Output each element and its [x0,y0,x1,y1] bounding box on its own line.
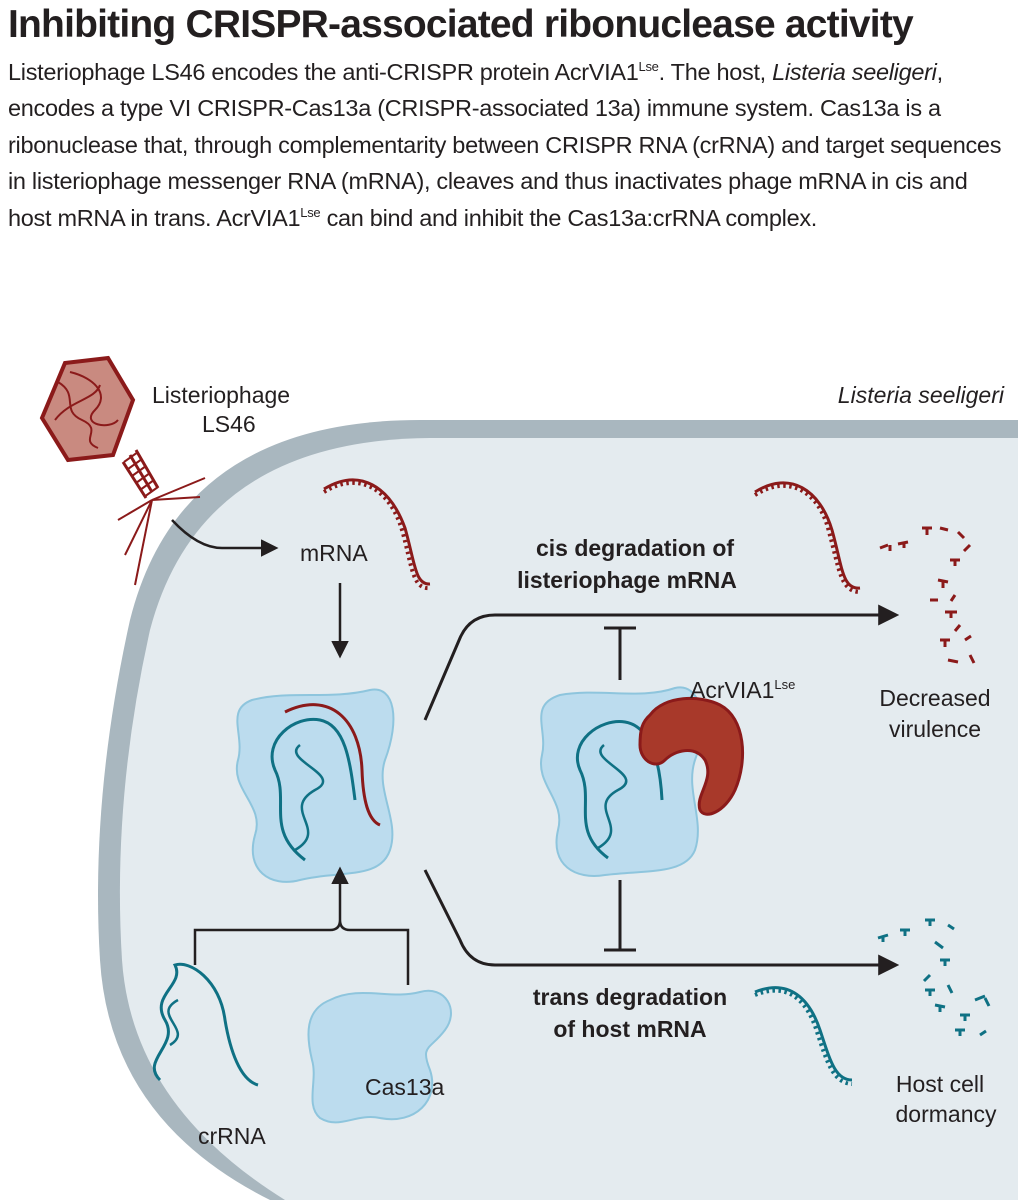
phage-tail [121,449,160,499]
complex-crrna [270,717,357,862]
degraded-host-mrna [877,918,991,1037]
host-species-label: Listeria seeligeri [838,382,1005,408]
intro-superscript-2: Lse [300,204,321,220]
degraded-phage-mrna [879,526,976,664]
phage-label-line2: LS46 [202,411,256,437]
phage-label-line1: Listeriophage [152,382,290,408]
injection-arrow [171,519,279,557]
cis-label-line1: cis degradation of [536,535,734,561]
decreased-virulence-line2: virulence [889,716,981,742]
acr-label-main: AcrVIA1 [690,677,774,703]
crrna-label: crRNA [198,1123,266,1149]
host-mrna-intact [754,986,853,1082]
complex-bound-mrna [284,703,381,827]
free-crrna [152,962,259,1087]
intro-text-2: . The host, [658,59,773,85]
cas13a-crrna-complex [235,688,395,883]
intro-text-4: can bind and inhibit the Cas13a:crRNA co… [320,204,818,231]
trans-label-line2: of host mRNA [553,1016,706,1042]
inhibited-complex [539,686,745,877]
intro-text-1: Listeriophage LS46 encodes the anti-CRIS… [8,59,639,85]
phage-genome [54,371,119,449]
acrvia1-protein [638,696,745,816]
dormancy-line2: dormancy [896,1101,997,1127]
figure-title: Inhibiting CRISPR-associated ribonucleas… [8,3,914,46]
trans-inhibition-bar [604,880,636,952]
intro-superscript-1: Lse [638,59,659,74]
intro-text-3: , encodes a type VI CRISPR-Cas13a (CRISP… [8,59,1002,231]
pathway-diagram: Listeriophage LS46 Listeria seeligeri mR… [39,355,1018,1200]
acr-label: AcrVIA1Lse [690,677,795,703]
cas13a-label: Cas13a [365,1074,444,1100]
trans-label-line1: trans degradation [533,984,727,1010]
intro-paragraph: Listeriophage LS46 encodes the anti-CRIS… [8,54,1016,236]
cis-label-line2: listeriophage mRNA [517,567,737,593]
phage-mrna-strand [322,480,431,591]
phage-tail-rings [123,451,159,498]
trans-degradation-arrow [423,869,900,976]
cis-inhibition-bar [604,626,636,680]
acr-label-superscript: Lse [774,677,795,692]
listeriophage-particle [39,355,206,586]
intro-host-name: Listeria seeligeri [772,59,937,85]
mrna-label: mRNA [300,540,368,566]
decreased-virulence-line1: Decreased [879,685,990,711]
dormancy-line1: Host cell [896,1071,984,1097]
phage-tail-fibers [117,477,206,586]
phage-capsid [39,355,136,463]
cis-degradation-arrow [423,604,900,721]
phage-mrna-intact [754,481,861,590]
free-cas13a [307,989,452,1124]
complex-protein-body [235,688,395,883]
